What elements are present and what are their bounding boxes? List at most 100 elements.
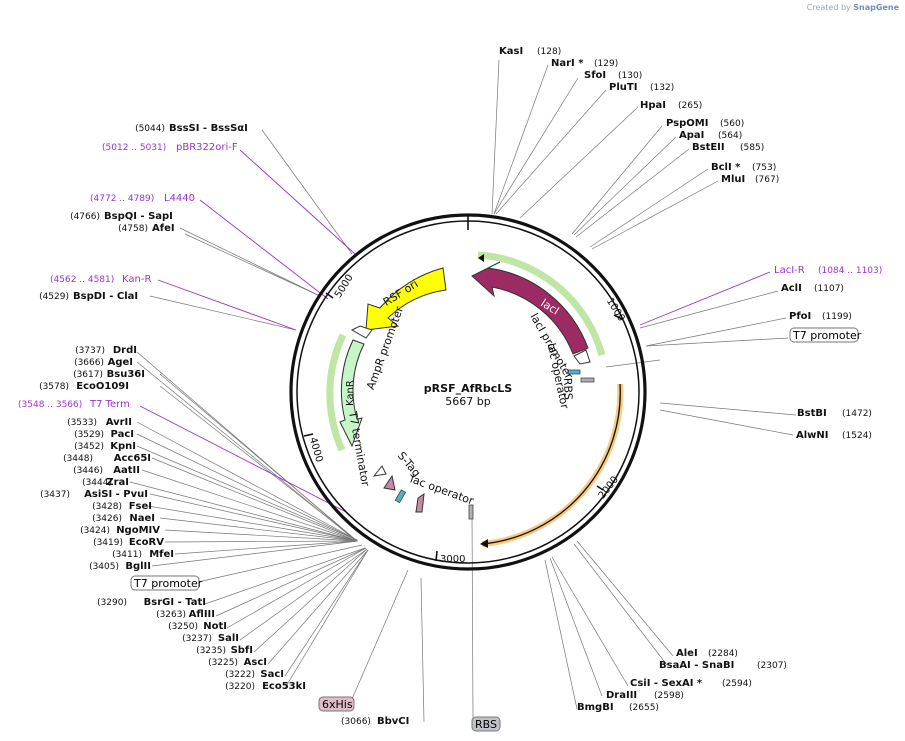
svg-text:(564): (564) — [718, 131, 742, 141]
svg-text:(128): (128) — [537, 47, 561, 57]
svg-text:(5044): (5044) — [135, 124, 165, 134]
site-BstBI: BstBI — [797, 408, 827, 419]
t7-promoter-label-left: T7 promoter — [133, 577, 203, 590]
svg-text:(3578): (3578) — [39, 382, 69, 392]
site-BsaAI: BsaAI - SnaBI — [659, 660, 734, 671]
svg-text:(3220): (3220) — [225, 682, 255, 692]
T7-Term-name: T7 Term — [89, 399, 130, 410]
svg-text:(1199): (1199) — [822, 312, 852, 322]
site-KasI: KasI — [499, 46, 523, 57]
tick-marks — [303, 215, 623, 562]
site-AvrII: AvrII — [106, 417, 132, 428]
site-AlwNI: AlwNI — [796, 430, 829, 441]
site-MluI: MluI — [721, 174, 745, 185]
his-tag-label: 6xHis — [322, 698, 353, 711]
svg-text:(265): (265) — [678, 101, 702, 111]
lacI-halo — [477, 251, 606, 356]
svg-text:(2594): (2594) — [722, 679, 752, 689]
site-SalI: SalI — [218, 633, 239, 644]
pBR322ori-F-range: (5012 .. 5031) — [102, 143, 166, 153]
t7-terminator-label: T7 terminator — [346, 409, 372, 487]
s-tag-mark — [383, 474, 396, 491]
rbs-mark — [580, 377, 595, 383]
site-BssSI: BssSI - BssSαI — [169, 123, 248, 134]
t7-terminator-mark — [372, 465, 387, 477]
site-labels-right: KasI(128) NarI *(129) SfoI(130) PluTI(13… — [341, 46, 872, 727]
kanR-halo — [326, 333, 347, 452]
LacI-R-name: LacI-R — [774, 265, 805, 276]
lacI-arrow[interactable] — [471, 261, 589, 355]
svg-text:(3444): (3444) — [82, 478, 112, 488]
site-AflIII: AflIII — [189, 609, 215, 620]
svg-text:(2655): (2655) — [629, 703, 659, 713]
site-positions-left-column: (3737) (3666) (3617) (3578) (3533) (3529… — [39, 346, 255, 692]
svg-text:(132): (132) — [650, 83, 674, 93]
svg-text:(3737): (3737) — [75, 346, 105, 356]
site-Bsu36I: Bsu36I — [107, 369, 145, 380]
site-PfoI: PfoI — [789, 311, 811, 322]
svg-text:(3437): (3437) — [40, 490, 70, 500]
site-PspOMI: PspOMI — [666, 118, 708, 129]
svg-text:(2284): (2284) — [708, 649, 738, 659]
snapgene-logo: SnapGene — [853, 3, 899, 12]
site-BsrGI: BsrGI - TatI — [144, 597, 206, 608]
LacI-R-range: (1084 .. 1103) — [818, 266, 882, 276]
site-BglII: BglII — [125, 561, 151, 572]
rbs-2-mark — [468, 504, 474, 520]
site-NgoMIV: NgoMIV — [116, 525, 160, 536]
T7-Term-range: (3548 .. 3566) — [18, 400, 82, 410]
site-NotI: NotI — [203, 621, 227, 632]
svg-text:(3250): (3250) — [168, 622, 198, 632]
svg-text:(3411): (3411) — [112, 550, 142, 560]
tick-4000: 4000 — [307, 436, 325, 463]
plasmid-name: pRSF_AfRbcLS — [424, 382, 512, 395]
ampR-promoter-arrow — [350, 325, 373, 339]
svg-text:(3617): (3617) — [73, 370, 103, 380]
svg-text:(2307): (2307) — [757, 661, 787, 671]
site-BclI: BclI * — [711, 162, 741, 173]
pBR322ori-F-name: pBR322ori-F — [176, 142, 238, 153]
site-labels-left: BssSI - BssSαI(5044) BspQI - SapI(4766) … — [39, 123, 248, 302]
primer-lines — [139, 149, 771, 513]
site-BstEII: BstEII — [692, 142, 725, 153]
svg-text:(1107): (1107) — [814, 284, 844, 294]
lac-operator-2-mark — [394, 489, 407, 504]
site-AleI: AleI — [676, 648, 698, 659]
site-AgeI: AgeI — [108, 357, 133, 368]
svg-text:(2598): (2598) — [654, 691, 684, 701]
boxed-labels: T7 promoter T7 promoter 6xHis RBS — [130, 327, 862, 732]
svg-text:(3405): (3405) — [89, 562, 119, 572]
svg-text:(130): (130) — [618, 71, 642, 81]
L4440-range: (4772 .. 4789) — [90, 194, 154, 204]
rsf-ori-arrow[interactable] — [365, 267, 447, 331]
svg-text:(585): (585) — [740, 143, 764, 153]
site-PacI: PacI — [111, 429, 134, 440]
rbs-label: RBS — [561, 378, 575, 400]
site-DraIII: DraIII — [606, 690, 637, 701]
svg-text:(3263): (3263) — [156, 610, 186, 620]
site-SbfI: SbfI — [231, 645, 253, 656]
kanR-arrow[interactable] — [339, 339, 365, 448]
primer-labels: (5012 .. 5031) pBR322ori-F (4772 .. 4789… — [18, 142, 882, 410]
L4440-name: L4440 — [164, 193, 195, 204]
plasmid-length: 5667 bp — [445, 395, 490, 408]
svg-text:(560): (560) — [720, 119, 744, 129]
svg-text:(3424): (3424) — [80, 526, 110, 536]
svg-text:(3529): (3529) — [74, 430, 104, 440]
site-BmgBI: BmgBI — [577, 702, 614, 713]
svg-text:(4758): (4758) — [118, 224, 148, 234]
svg-text:(129): (129) — [594, 59, 618, 69]
svg-text:(767): (767) — [755, 175, 779, 185]
site-EcoO109I: EcoO109I — [76, 381, 129, 392]
svg-text:(3225): (3225) — [208, 658, 238, 668]
site-SfoI: SfoI — [584, 70, 606, 81]
site-Acc65I: Acc65I — [114, 453, 151, 464]
svg-text:(3235): (3235) — [196, 646, 226, 656]
svg-text:(3426): (3426) — [92, 514, 122, 524]
svg-text:(3448): (3448) — [63, 454, 93, 464]
site-AclI: AclI — [781, 283, 802, 294]
svg-text:(1472): (1472) — [842, 409, 872, 419]
svg-text:(3446): (3446) — [73, 466, 103, 476]
site-NaeI: NaeI — [129, 513, 155, 524]
svg-text:(4529): (4529) — [39, 292, 69, 302]
